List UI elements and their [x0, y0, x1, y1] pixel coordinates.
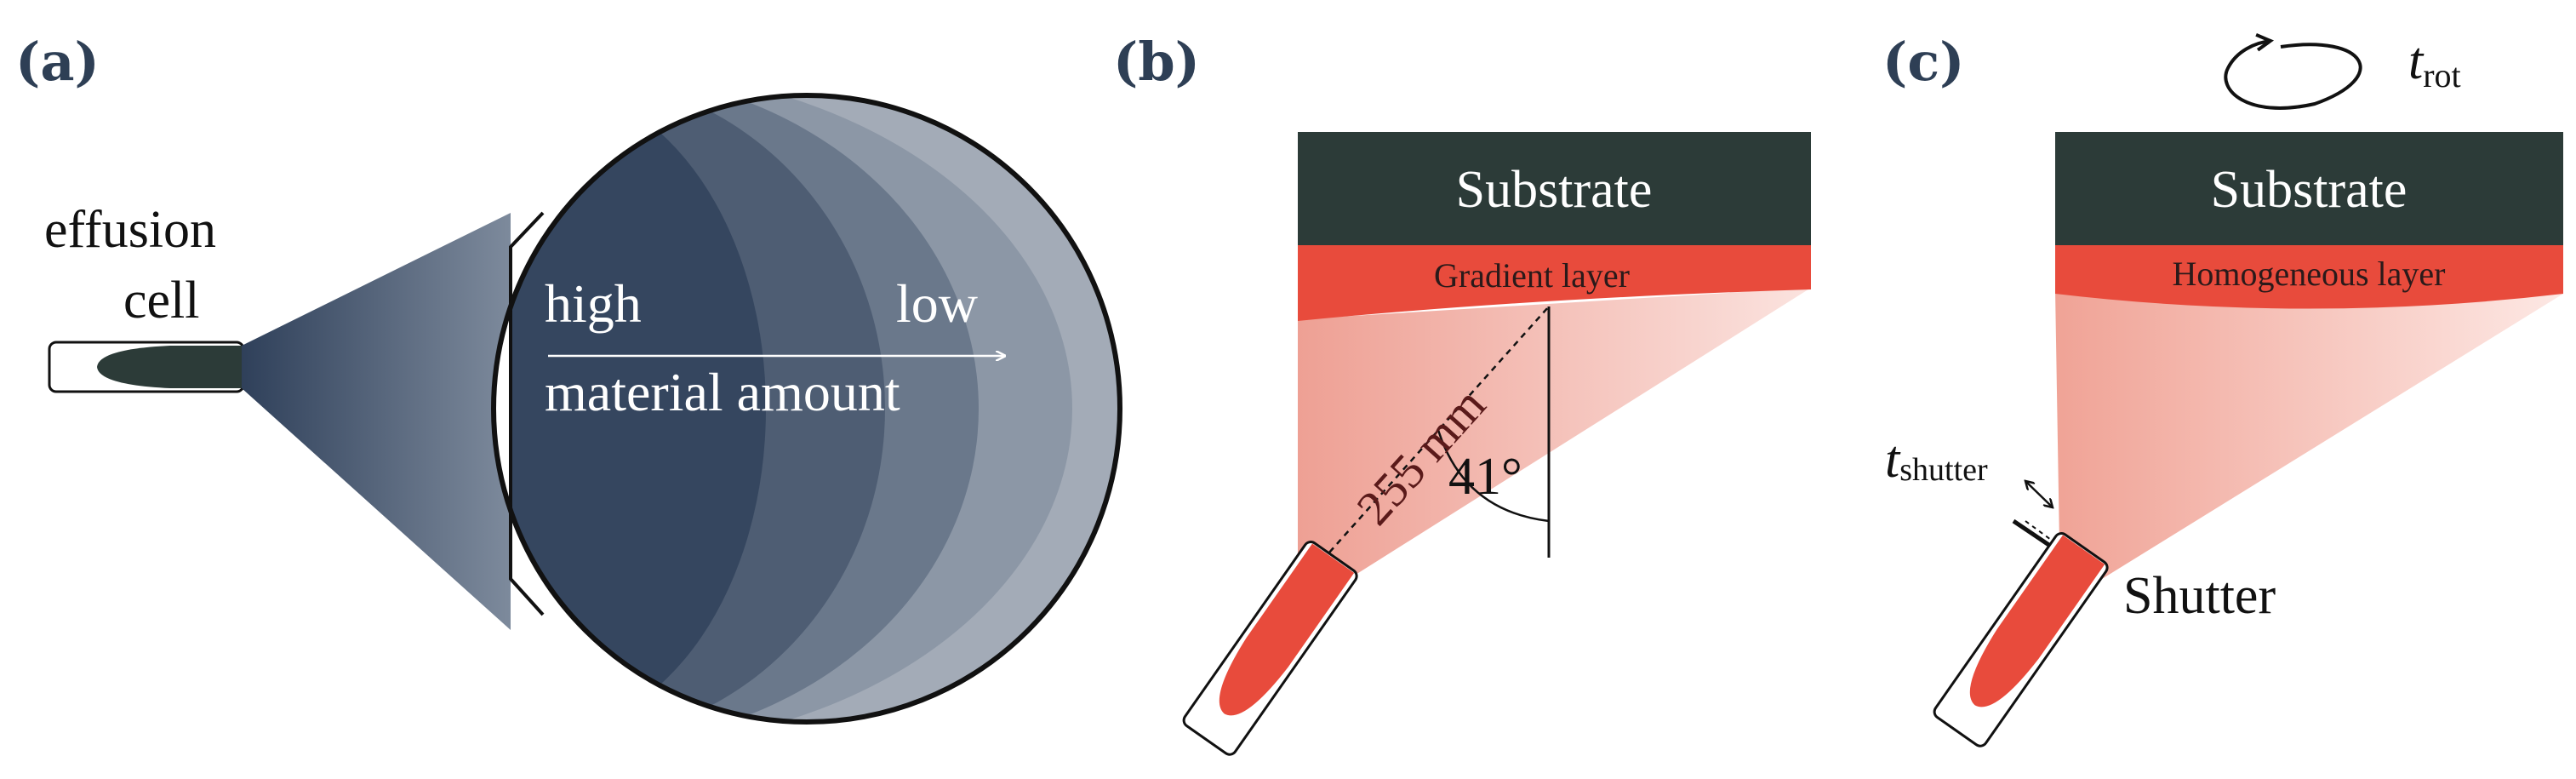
- high-label: high: [545, 273, 642, 334]
- shutter-gap-arrow: [2025, 481, 2053, 507]
- beam-plume-a: [242, 213, 511, 630]
- shutter-label: Shutter: [2123, 567, 2276, 625]
- deposition-map-outline: [491, 93, 1122, 725]
- substrate-c: [2055, 132, 2563, 245]
- beam-footprint-edge: [509, 211, 545, 616]
- source-distance-line: [1314, 306, 1550, 570]
- homogeneous-layer-label: Homogeneous layer: [2172, 255, 2445, 293]
- material-amount-caption: material amount: [545, 362, 900, 422]
- t-rot-symbol: t: [2408, 32, 2425, 90]
- panel-b-label: (b): [1113, 31, 1200, 93]
- beam-plume-c: [2055, 289, 2563, 579]
- t-shutter-symbol: t: [1885, 431, 1901, 489]
- t-rot-subscript: rot: [2423, 56, 2460, 95]
- t-rot-label: trot: [2408, 32, 2461, 95]
- homogeneous-layer: [2055, 245, 2563, 309]
- deposition-map: [494, 95, 1120, 722]
- angle-arc: [1437, 429, 1550, 523]
- substrate-b: [1298, 132, 1811, 245]
- gradient-layer: [1298, 245, 1811, 321]
- effusion-cell-b: [1182, 541, 1358, 756]
- substrate-c-label: Substrate: [2211, 161, 2408, 219]
- effusion-cell-charge: [97, 346, 242, 388]
- effusion-cell-c: [1933, 532, 2109, 747]
- t-shutter-subscript: shutter: [1899, 452, 1988, 488]
- panel-a-label: (a): [15, 31, 100, 93]
- substrate-b-label: Substrate: [1456, 161, 1653, 219]
- effusion-cell-label-line2: cell: [123, 272, 200, 329]
- rotation-arrow: [2224, 41, 2362, 110]
- t-shutter-label: tshutter: [1885, 431, 1988, 489]
- angle-label: 41°: [1448, 448, 1522, 506]
- gradient-layer-label: Gradient layer: [1434, 256, 1630, 295]
- gradient-ring-0: [494, 95, 766, 722]
- low-label: low: [896, 273, 978, 334]
- panel-c-label: (c): [1882, 31, 1964, 93]
- effusion-cell-label-line1: effusion: [44, 201, 216, 259]
- shutter-plate: [2012, 518, 2054, 550]
- beam-plume-b: [1298, 288, 1811, 579]
